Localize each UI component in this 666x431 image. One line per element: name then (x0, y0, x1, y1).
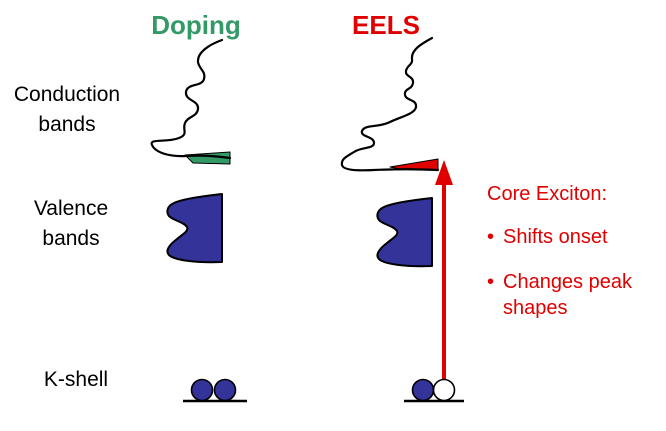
core-exciton-title: Core Exciton: (487, 183, 608, 205)
kshell-label: K-shell (43, 368, 109, 391)
doping-column-graphics (150, 38, 247, 403)
conduction-bands-label: Conduction bands (13, 83, 121, 136)
bullet-marker: • (487, 271, 495, 293)
doping-valence-band-shape (166, 193, 223, 264)
excitation-arrow-head (435, 160, 453, 185)
annotation-item-text: Shifts onset (503, 226, 608, 248)
doping-electron-dot (190, 378, 214, 402)
doping-dos-curve (150, 38, 232, 160)
core-hole-dot (432, 378, 456, 402)
eels-dos-curve (340, 36, 440, 172)
eels-electron-dot (411, 378, 435, 402)
eels-column-graphics (340, 36, 464, 403)
doping-electron-dot (213, 378, 237, 402)
doping-column-title: Doping (151, 10, 241, 40)
annotation-item-text: Changes peak shapes (503, 271, 632, 319)
core-exciton-item-peak-shapes: • Changes peak shapes (487, 269, 655, 321)
valence-bands-label: Valence bands (33, 197, 109, 250)
core-exciton-item-shifts-onset: • Shifts onset (487, 224, 655, 250)
eels-column-title: EELS (352, 10, 420, 40)
bullet-marker: • (487, 226, 495, 248)
eels-valence-band-shape (376, 197, 433, 268)
